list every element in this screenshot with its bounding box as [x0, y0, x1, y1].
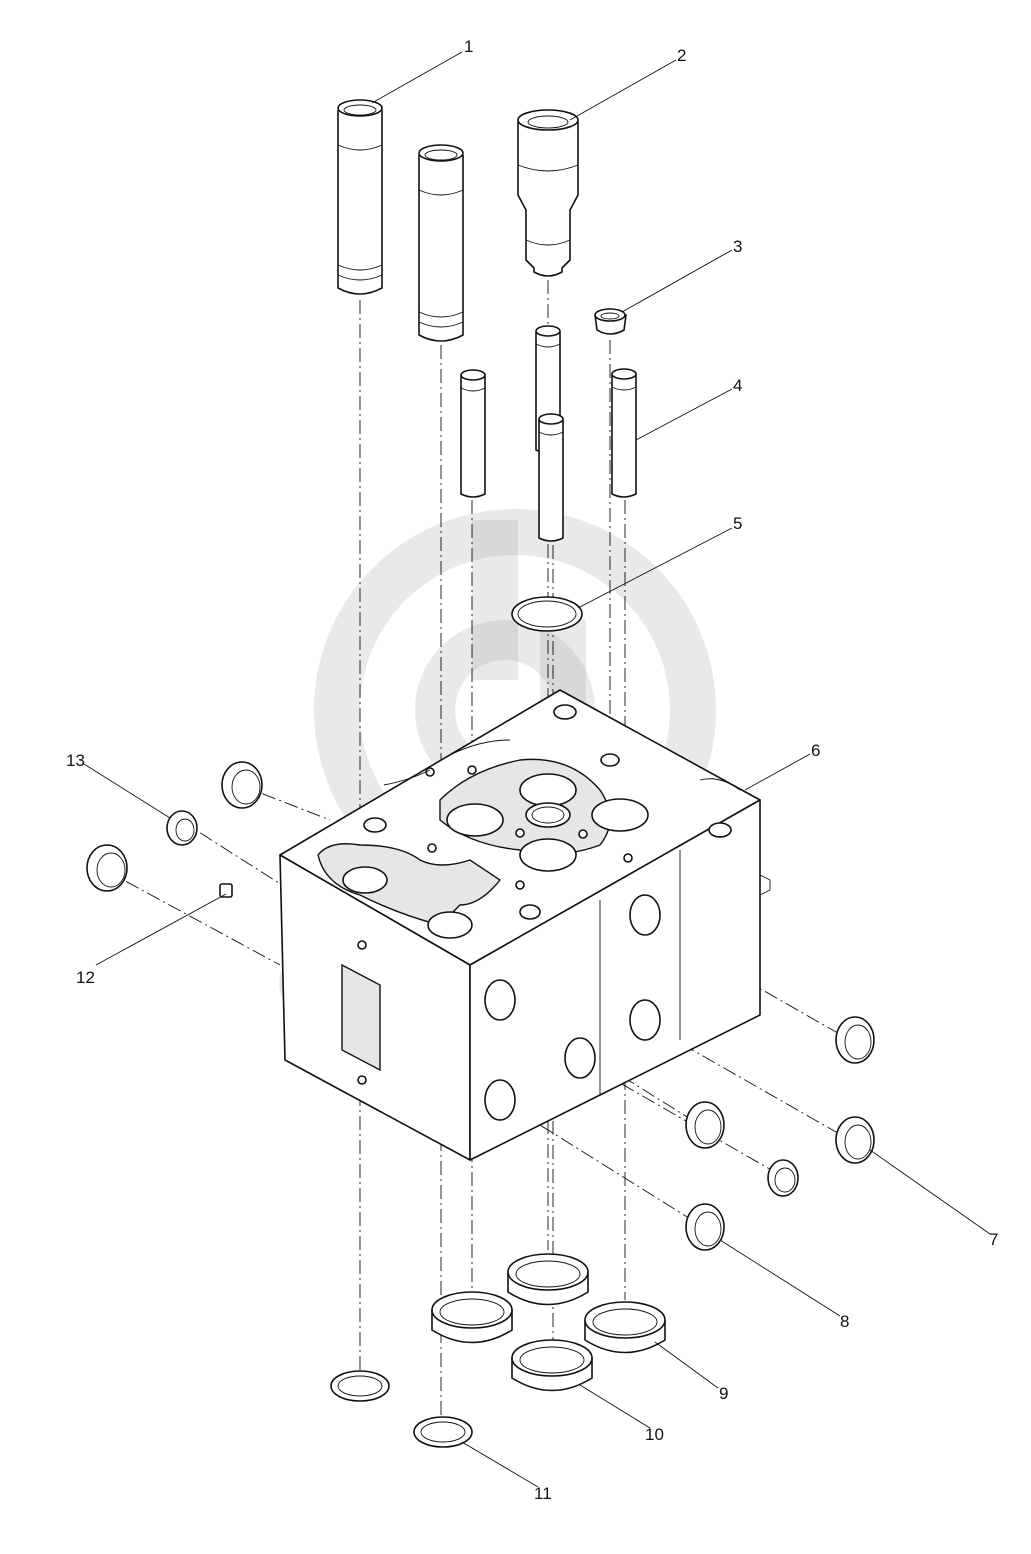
seat-ring-1	[431, 1291, 513, 1344]
part-11-sealing-rings	[330, 1370, 473, 1448]
callout-8: 8	[840, 1312, 849, 1331]
part-13-plugs-left	[86, 761, 263, 892]
part-1-sleeve-right	[418, 144, 464, 342]
seat-ring-2	[507, 1253, 589, 1306]
callout-1: 1	[464, 37, 473, 56]
callout-11: 11	[534, 1484, 552, 1503]
callout-9: 9	[719, 1384, 728, 1403]
seat-ring-3	[584, 1301, 666, 1354]
part-4-valve-guides	[460, 325, 637, 542]
part-7-plugs-right	[835, 1016, 875, 1164]
part-3-cap	[594, 308, 627, 335]
valve-guide-1	[460, 369, 486, 498]
callout-labels: 1 2 3 4 5 6 7 8 9 10 11 12 13	[66, 37, 998, 1503]
part-9-valve-seat-rings	[431, 1253, 666, 1392]
callout-6: 6	[811, 741, 820, 760]
seat-ring-4	[511, 1339, 593, 1392]
part-6-cylinder-head	[279, 689, 771, 1161]
part-2-injector-sleeve	[517, 109, 579, 277]
callout-2: 2	[677, 46, 686, 65]
callout-5: 5	[733, 514, 742, 533]
callout-12: 12	[76, 968, 95, 987]
part-1-sleeve-left	[337, 99, 383, 295]
callout-7: 7	[989, 1230, 998, 1249]
valve-guide-4	[611, 368, 637, 498]
callout-13: 13	[66, 751, 85, 770]
leader-lines	[83, 51, 991, 1488]
callout-4: 4	[733, 376, 742, 395]
valve-guide-3	[538, 413, 564, 542]
part-5-o-ring	[511, 596, 583, 632]
callout-10: 10	[645, 1425, 664, 1444]
callout-3: 3	[733, 237, 742, 256]
part-8-plugs-right	[685, 1101, 799, 1251]
part-12-small-plug	[219, 883, 233, 898]
